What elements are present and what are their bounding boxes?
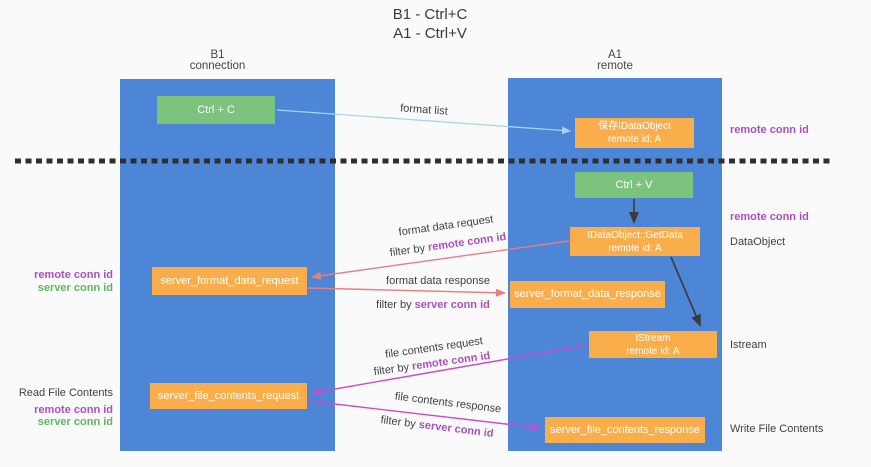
diagram-title: B1 - Ctrl+C A1 - Ctrl+V: [330, 5, 530, 43]
left-label-read-file-contents: Read File Contents: [18, 387, 113, 399]
filter-by-text: filter by: [379, 414, 420, 431]
column-b1-subtitle: connection: [189, 60, 246, 72]
right-label-istream: Istream: [730, 339, 767, 351]
left-label-server-conn-id-1: server conn id: [37, 282, 113, 294]
box-server-file-contents-request-label: server_file_contents_request: [157, 389, 300, 402]
box-server-file-contents-request: server_file_contents_request: [150, 383, 307, 409]
right-label-remote-conn-id-2: remote conn id: [730, 211, 809, 223]
flow-label-format-data-response: format data response: [386, 275, 490, 287]
box-server-format-data-response-label: server_format_data_response: [514, 288, 661, 300]
box-save-idataobject-line2: remote id: A: [607, 134, 662, 145]
box-istream-line2: remote id: A: [626, 345, 680, 357]
right-label-remote-conn-id-1: remote conn id: [730, 124, 809, 136]
arrow-format-response: [307, 287, 506, 297]
box-server-file-contents-response-label: server_file_contents_response: [550, 423, 700, 436]
title-line-1: B1 - Ctrl+C: [392, 6, 468, 23]
column-a1-name: A1: [607, 49, 623, 61]
box-istream-line1: IStream: [635, 332, 671, 344]
flow-label-format-response-filter: filter by server conn id: [376, 299, 490, 311]
filter-by-text: filter by: [373, 360, 413, 379]
flow-label-file-response-filter: filter by server conn id: [380, 414, 494, 440]
title-line-2: A1 - Ctrl+V: [393, 25, 467, 42]
box-server-format-data-request: server_format_data_request: [152, 267, 307, 295]
flow-label-file-contents-response: file contents response: [394, 390, 502, 416]
box-server-file-contents-response: server_file_contents_response: [545, 417, 705, 443]
box-ctrl-c-label: Ctrl + C: [197, 103, 235, 116]
column-b1-name: B1: [210, 49, 225, 61]
box-save-idataobject: 保存IDataObject remote id: A: [575, 118, 694, 148]
box-ctrl-v: Ctrl + V: [575, 172, 693, 198]
box-save-idataobject-line1: 保存IDataObject: [598, 121, 671, 132]
box-ctrl-c: Ctrl + C: [157, 96, 275, 124]
box-istream: IStream remote id: A: [589, 331, 717, 358]
box-server-format-data-response: server_format_data_response: [510, 281, 665, 308]
left-label-server-conn-id-2: server conn id: [37, 416, 113, 428]
right-label-write-file-contents: Write File Contents: [730, 423, 824, 435]
box-server-format-data-request-label: server_format_data_request: [160, 274, 299, 287]
box-ctrl-v-label: Ctrl + V: [615, 178, 653, 191]
filter-accent-server-conn-id: server conn id: [418, 418, 495, 440]
left-label-remote-conn-id-1: remote conn id: [34, 269, 113, 281]
filter-by-text: filter by: [376, 299, 415, 311]
column-a1-subtitle: remote: [597, 60, 633, 72]
column-header-b1: B1 connection: [120, 49, 315, 72]
right-label-dataobject: DataObject: [730, 236, 786, 248]
filter-by-text: filter by: [389, 241, 429, 260]
box-idataobject-getdata-line2: remote id: A: [608, 242, 662, 254]
filter-accent-remote-conn-id: remote conn id: [427, 230, 507, 254]
filter-accent-server-conn-id: server conn id: [414, 299, 490, 311]
column-header-a1: A1 remote: [508, 49, 722, 72]
box-idataobject-getdata: IDataObject::GetData remote id: A: [570, 227, 700, 256]
flow-label-format-list: format list: [399, 102, 449, 118]
box-idataobject-getdata-line1: IDataObject::GetData: [587, 229, 683, 241]
left-label-remote-conn-id-2: remote conn id: [34, 404, 113, 416]
